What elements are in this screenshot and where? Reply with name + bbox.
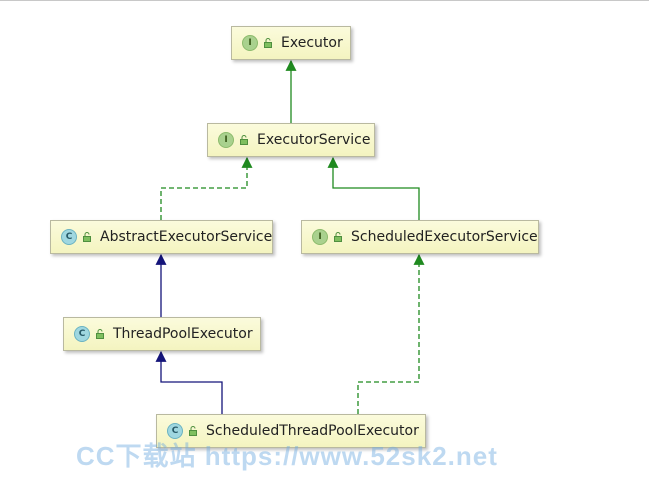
node-label: ExecutorService [257, 132, 371, 148]
node-executor[interactable]: I Executor [231, 26, 351, 60]
node-label: ScheduledExecutorService [351, 229, 538, 245]
lock-open-icon [83, 232, 91, 242]
lock-open-icon [189, 426, 197, 436]
interface-icon: I [312, 229, 328, 245]
edge-scheduledthreadpoolexecutor-scheduledexecutorservice [357, 253, 425, 414]
node-abstract-executor-service[interactable]: C AbstractExecutorService [50, 220, 273, 254]
watermark: CC下载站 https://www.52sk2.net [76, 441, 498, 471]
lock-open-icon [96, 329, 104, 339]
node-executor-service[interactable]: I ExecutorService [207, 123, 375, 157]
interface-icon: I [218, 132, 234, 148]
node-scheduled-thread-pool-executor[interactable]: C ScheduledThreadPoolExecutor [156, 414, 426, 448]
node-label: Executor [281, 35, 343, 51]
top-border [0, 0, 649, 1]
class-icon: C [74, 326, 90, 342]
lock-open-icon [334, 232, 342, 242]
node-label: AbstractExecutorService [100, 229, 273, 245]
node-label: ScheduledThreadPoolExecutor [206, 423, 419, 439]
lock-open-icon [264, 38, 272, 48]
node-label: ThreadPoolExecutor [113, 326, 253, 342]
interface-icon: I [242, 35, 258, 51]
class-icon: C [167, 423, 183, 439]
lock-open-icon [240, 135, 248, 145]
node-thread-pool-executor[interactable]: C ThreadPoolExecutor [63, 317, 261, 351]
edge-abstractexecutorservice-executorservice [160, 156, 253, 220]
edge-scheduledthreadpoolexecutor-threadpoolexecutor [155, 350, 223, 414]
class-icon: C [61, 229, 77, 245]
edge-scheduledexecutorservice-executorservice [327, 156, 420, 220]
node-scheduled-executor-service[interactable]: I ScheduledExecutorService [301, 220, 539, 254]
